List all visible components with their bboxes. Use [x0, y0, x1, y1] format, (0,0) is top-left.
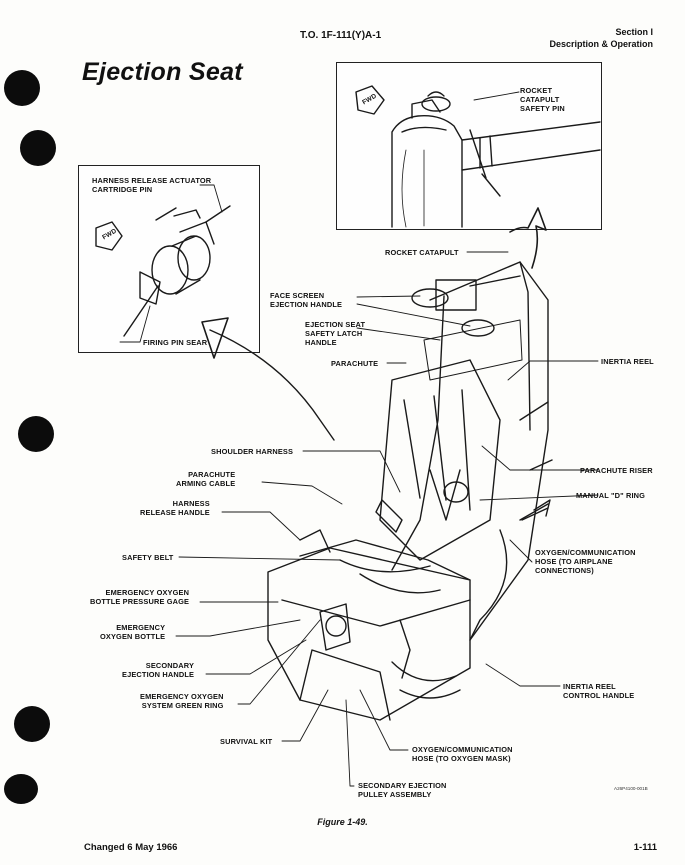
punch-hole-2: [20, 130, 56, 166]
survival-kit-label: SURVIVAL KIT: [220, 737, 273, 746]
figure-code: A26P4100-001B: [614, 786, 648, 791]
survival-kit-drawing: [267, 499, 551, 721]
section-title: Description & Operation: [549, 39, 653, 49]
page-title: Ejection Seat: [82, 58, 243, 86]
figure-caption: Figure 1-49.: [317, 817, 368, 827]
parachute-riser-label: PARACHUTE RISER: [580, 466, 653, 475]
inertia-reel-label: INERTIA REEL: [601, 357, 654, 366]
face-screen-label: FACE SCREEN EJECTION HANDLE: [270, 291, 343, 310]
section-number: Section I: [615, 27, 653, 37]
fwd-arrow-left: [95, 221, 123, 251]
harness-release-label: HARNESS RELEASE HANDLE: [140, 499, 210, 518]
seat-frame: [375, 261, 553, 641]
leader-lines: [119, 91, 599, 787]
harness-release-inset: [78, 165, 260, 353]
fwd-arrow-right: [355, 85, 385, 115]
punch-hole-3: [18, 416, 54, 452]
inertia-reel-control-label: INERTIA REEL CONTROL HANDLE: [563, 682, 635, 701]
safety-latch-label: EJECTION SEAT SAFETY LATCH HANDLE: [305, 320, 366, 348]
punch-hole-5: [4, 774, 38, 804]
punch-hole-1: [4, 70, 40, 106]
cartridge-pin-label: HARNESS RELEASE ACTUATOR CARTRIDGE PIN: [92, 176, 212, 195]
parachute-label: PARACHUTE: [331, 359, 379, 368]
manual-d-ring-label: MANUAL "D" RING: [576, 491, 646, 500]
pulley-assembly-label: SECONDARY EJECTION PULLEY ASSEMBLY: [358, 781, 447, 800]
emergency-gage-label: EMERGENCY OXYGEN BOTTLE PRESSURE GAGE: [90, 588, 190, 607]
section-header: Section I Description & Operation: [549, 26, 653, 50]
rocket-catapult-safety-pin-label: ROCKET CATAPULT SAFETY PIN: [520, 86, 565, 114]
rocket-catapult-inset: [336, 62, 602, 230]
change-date: Changed 6 May 1966: [84, 842, 178, 853]
emergency-bottle-label: EMERGENCY OXYGEN BOTTLE: [100, 623, 166, 642]
firing-pin-sear-label: FIRING PIN SEAR: [143, 338, 208, 347]
doc-id: T.O. 1F-111(Y)A-1: [300, 30, 382, 41]
rocket-catapult-label: ROCKET CATAPULT: [385, 248, 459, 257]
harness-actuator-drawing: [123, 205, 231, 337]
oxygen-hose-airplane-label: OXYGEN/COMMUNICATION HOSE (TO AIRPLANE C…: [535, 548, 636, 576]
page-number: 1-111: [633, 842, 657, 853]
secondary-ejection-handle-label: SECONDARY EJECTION HANDLE: [122, 661, 195, 680]
parachute-arming-label: PARACHUTE ARMING CABLE: [176, 470, 236, 489]
safety-belt-label: SAFETY BELT: [122, 553, 174, 562]
oxygen-hose-mask-label: OXYGEN/COMMUNICATION HOSE (TO OXYGEN MAS…: [412, 745, 513, 764]
rocket-catapult-drawing: [391, 91, 601, 228]
green-ring-label: EMERGENCY OXYGEN SYSTEM GREEN RING: [140, 692, 224, 711]
punch-hole-4: [14, 706, 50, 742]
shoulder-harness-label: SHOULDER HARNESS: [211, 447, 294, 456]
